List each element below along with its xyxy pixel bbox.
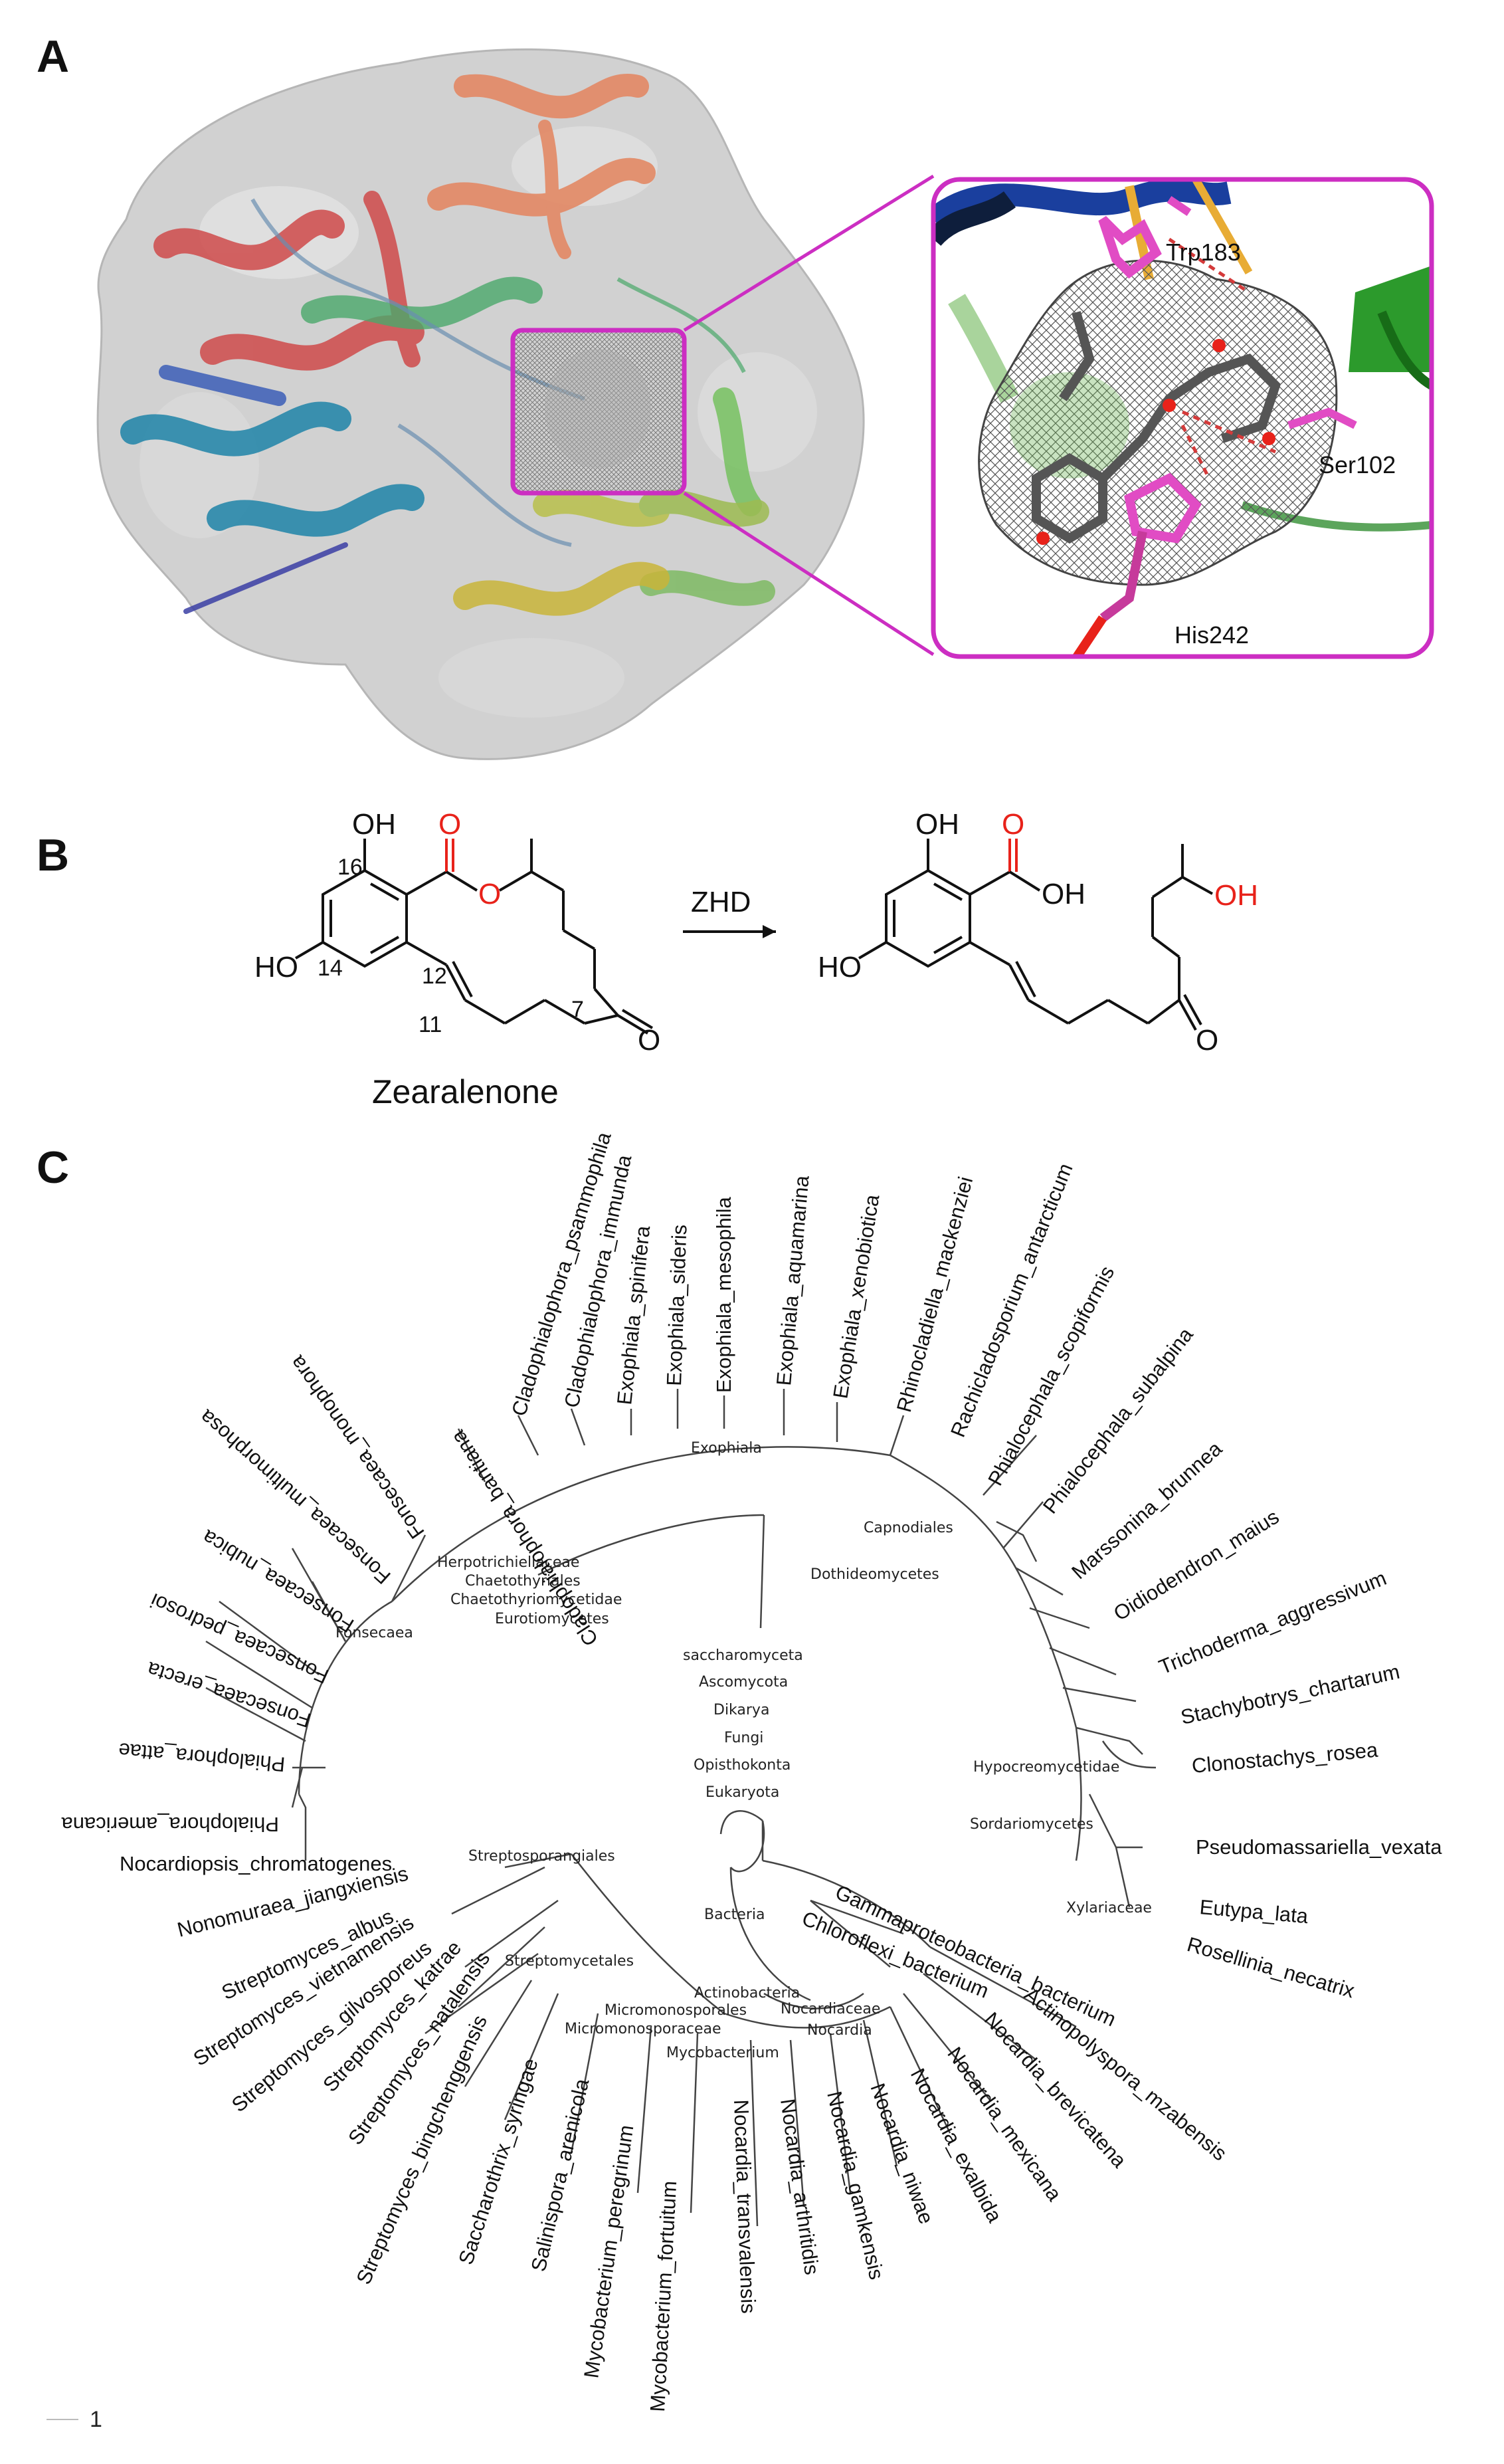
leaf-mycobacterium-fortuitum: Mycobacterium_fortuitum bbox=[646, 2180, 681, 2412]
clade-streptosporangiales: Streptosporangiales bbox=[468, 1848, 615, 1865]
clade-saccharomyceta: saccharomyceta bbox=[683, 1647, 803, 1664]
atom-o-ketone-right: O bbox=[1196, 1024, 1218, 1057]
panel-a-letter: A bbox=[37, 31, 69, 82]
panel-a: A bbox=[37, 31, 1434, 760]
atom-oh-top-left: OH bbox=[352, 808, 396, 841]
atom-ho-left: HO bbox=[254, 951, 298, 983]
clade-actinobacteria: Actinobacteria bbox=[694, 1985, 800, 2002]
leaf-nocardia-transvalensis: Nocardia_transvalensis bbox=[729, 2099, 760, 2314]
clade-sordariomycetes: Sordariomycetes bbox=[970, 1816, 1093, 1833]
panel-c-letter: C bbox=[37, 1142, 69, 1193]
helix-orange bbox=[427, 74, 656, 259]
leaf-exophiala-mesophila: Exophiala_mesophila bbox=[712, 1197, 735, 1393]
clade-xylariaceae: Xylariaceae bbox=[1066, 1900, 1152, 1916]
clade-dikarya: Dikarya bbox=[713, 1702, 769, 1718]
carbon-12: 12 bbox=[422, 964, 447, 989]
helix-red bbox=[153, 191, 424, 371]
leaf-pseudomassariella-vexata: Pseudomassariella_vexata bbox=[1196, 1835, 1442, 1859]
clade-ascomycota: Ascomycota bbox=[699, 1674, 788, 1691]
carbon-16: 16 bbox=[337, 855, 363, 880]
leaf-rosellinia-necatrix: Rosellinia_necatrix bbox=[1184, 1932, 1357, 2002]
clade-opisthokonta: Opisthokonta bbox=[694, 1757, 791, 1774]
carbon-11: 11 bbox=[419, 1012, 442, 1037]
leaf-eutypa-lata: Eutypa_lata bbox=[1198, 1895, 1309, 1928]
helix-teal bbox=[120, 365, 424, 614]
leaf-stachybotrys-chartarum: Stachybotrys_chartarum bbox=[1178, 1660, 1402, 1729]
product-structure bbox=[858, 839, 1213, 1031]
clade-mycobacterium: Mycobacterium bbox=[666, 2045, 779, 2061]
carbon-14: 14 bbox=[318, 956, 343, 981]
clade-micromonosporaceae: Micromonosporaceae bbox=[565, 2021, 721, 2037]
clade-nocardiaceae: Nocardiaceae bbox=[781, 2001, 880, 2017]
clade-eurotiomycetes: Eurotiomycetes bbox=[495, 1611, 609, 1627]
zearalenone-structure bbox=[294, 839, 654, 1035]
zoom-inset: Trp183 Ser102 His242 bbox=[931, 177, 1434, 659]
reaction-arrowhead bbox=[763, 925, 776, 938]
leaf-rhinocladiella-mackenziei: Rhinocladiella_mackenziei bbox=[892, 1174, 977, 1415]
clade-exophiala: Exophiala bbox=[691, 1440, 762, 1457]
clade-herpotrichiellaceae: Herpotrichiellaceae bbox=[437, 1554, 579, 1571]
atom-ho-right: HO bbox=[818, 951, 862, 983]
atom-o-ketone-left: O bbox=[638, 1024, 660, 1057]
tree-branches bbox=[205, 1389, 1157, 2227]
atom-oh-acid: OH bbox=[1042, 878, 1085, 910]
leaf-nocardia-arthritidis: Nocardia_arthritidis bbox=[776, 2097, 824, 2276]
clade-fungi: Fungi bbox=[724, 1730, 763, 1746]
atom-o-acid: O bbox=[1002, 808, 1024, 841]
panel-b-letter: B bbox=[37, 830, 69, 880]
leaf-exophiala-xenobiotica: Exophiala_xenobiotica bbox=[828, 1192, 884, 1400]
leaf-saccharothrix-syringae: Saccharothrix_syringae bbox=[454, 2055, 542, 2267]
leaf-nocardia-brevicatena: Nocardia_brevicatena bbox=[980, 2007, 1131, 2172]
clade-streptomycetales: Streptomycetales bbox=[505, 1953, 634, 1970]
panel-c: C bbox=[37, 1129, 1442, 2432]
leaf-salinispora-arenicola: Salinispora_arenicola bbox=[527, 2076, 594, 2273]
clade-eukaryota: Eukaryota bbox=[705, 1784, 779, 1801]
carbon-7: 7 bbox=[571, 997, 584, 1022]
residue-label-ser102: Ser102 bbox=[1319, 451, 1396, 478]
zoom-connector-bottom bbox=[683, 491, 935, 657]
panel-b: B bbox=[37, 808, 1258, 1110]
reagent-label: ZHD bbox=[691, 886, 751, 918]
leaf-exophiala-sideris: Exophiala_sideris bbox=[662, 1224, 691, 1386]
helix-yellow bbox=[453, 490, 769, 616]
leaf-phialophora-americana: Phialophora_americana bbox=[61, 1813, 279, 1836]
clade-labels: Herpotrichiellaceae Chaetothyriales Chae… bbox=[335, 1440, 1152, 2061]
clade-bacteria: Bacteria bbox=[704, 1906, 765, 1923]
leaf-trichoderma-aggressivum: Trichoderma_aggressivum bbox=[1156, 1566, 1390, 1679]
leaf-exophiala-spinifera: Exophiala_spinifera bbox=[612, 1224, 654, 1406]
atom-o-ester-ring: O bbox=[478, 878, 501, 910]
atom-oh-red: OH bbox=[1214, 879, 1258, 912]
protein-surface bbox=[96, 48, 865, 760]
leaf-exophiala-aquamarina: Exophiala_aquamarina bbox=[772, 1174, 814, 1387]
atom-oh-top-right: OH bbox=[915, 808, 959, 841]
zoom-connector-top bbox=[683, 174, 935, 332]
leaf-nocardiopsis-chromatogenes: Nocardiopsis_chromatogenes bbox=[120, 1852, 392, 1875]
clade-hypocreomycetidae: Hypocreomycetidae bbox=[973, 1759, 1119, 1776]
residue-label-trp183: Trp183 bbox=[1166, 239, 1241, 266]
clade-capnodiales: Capnodiales bbox=[864, 1520, 953, 1536]
scale-label: 1 bbox=[90, 2407, 102, 2432]
leaf-clonostachys-rosea: Clonostachys_rosea bbox=[1191, 1738, 1380, 1778]
clade-micromonosporales: Micromonosporales bbox=[605, 2002, 747, 2019]
compound-name: Zearalenone bbox=[372, 1073, 559, 1110]
leaf-phialophora-attae: Phialophora_attae bbox=[118, 1738, 286, 1776]
clade-nocardia: Nocardia bbox=[807, 2022, 872, 2039]
clade-dothideomycetes: Dothideomycetes bbox=[810, 1566, 939, 1583]
clade-chaetothyriales: Chaetothyriales bbox=[465, 1573, 581, 1590]
clade-chaetothyriomycetidae: Chaetothyriomycetidae bbox=[450, 1591, 622, 1608]
atom-o-ester-carbonyl: O bbox=[438, 808, 461, 841]
residue-label-his242: His242 bbox=[1175, 621, 1249, 649]
clade-fonsecaea: Fonsecaea bbox=[335, 1625, 413, 1641]
leaf-mycobacterium-peregrinum: Mycobacterium_peregrinum bbox=[579, 2124, 638, 2380]
binding-site-box bbox=[510, 328, 687, 496]
